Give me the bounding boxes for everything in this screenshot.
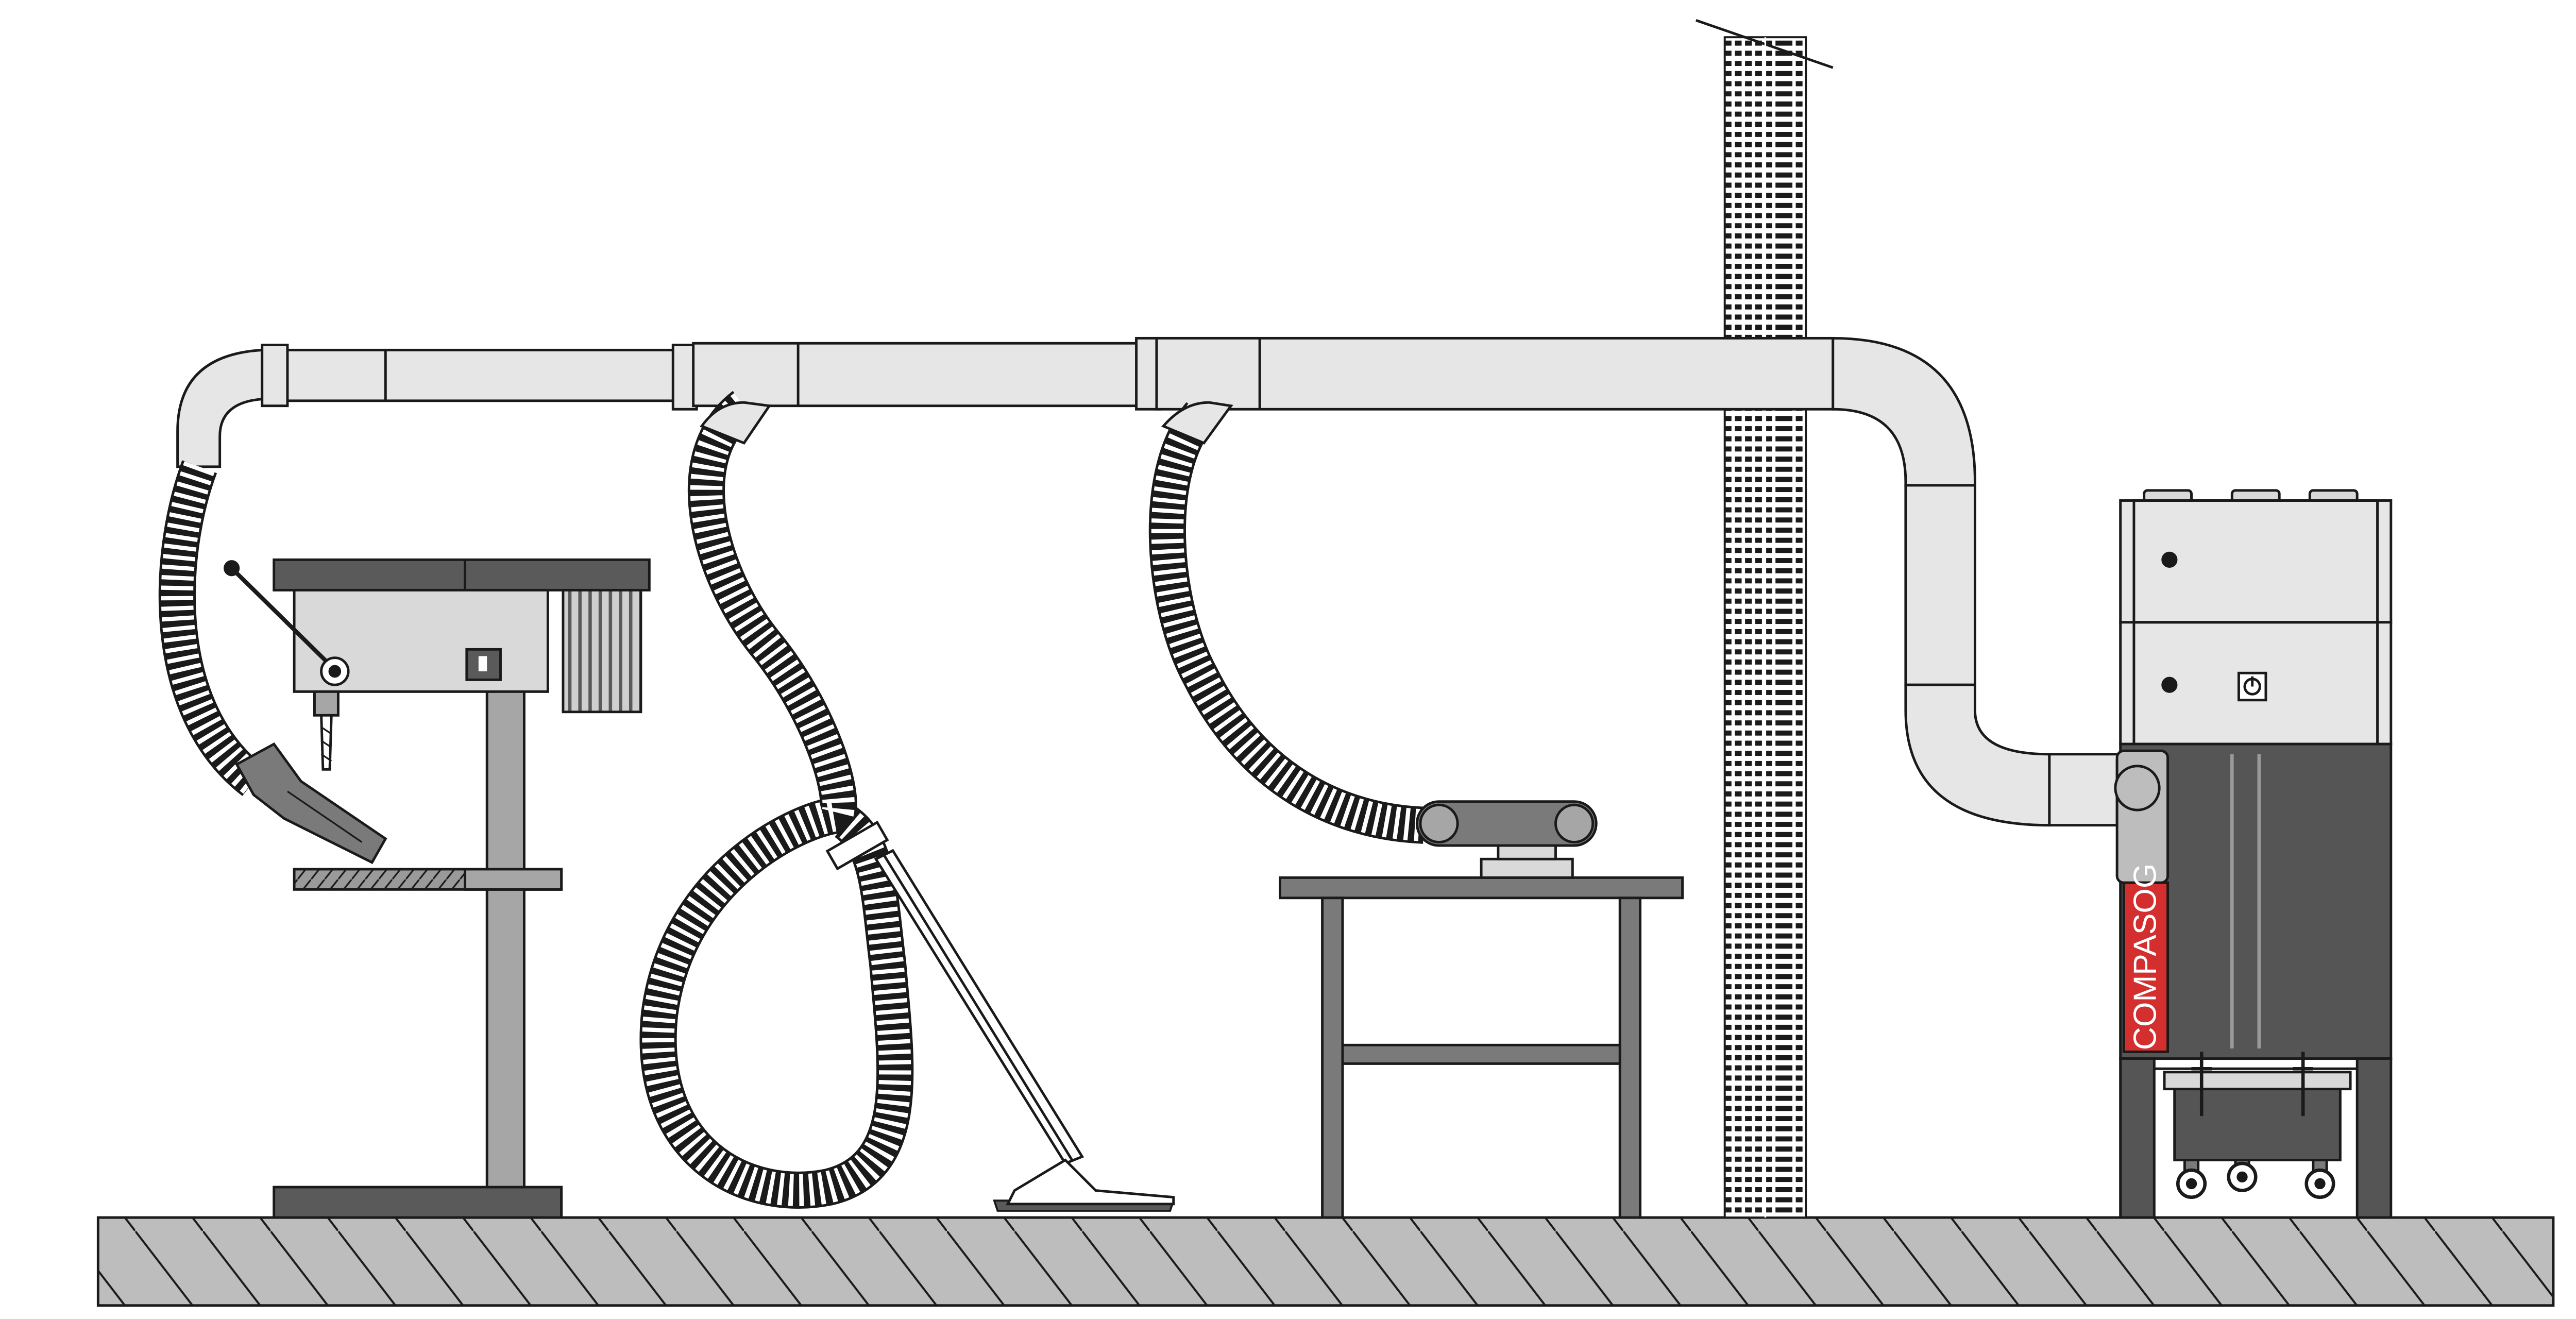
brand-panel (2122, 881, 2170, 1053)
drill-head-top (273, 558, 651, 591)
belt-sander (1415, 800, 1598, 879)
drill-motor-fins (562, 588, 642, 714)
flex-hose-drill (158, 460, 387, 865)
drill-lever (230, 566, 336, 671)
hose-clip (825, 820, 889, 871)
sander-belt (1415, 800, 1598, 847)
collector-leg-right (2355, 1057, 2393, 1219)
flex-hose-sander (1148, 401, 1425, 844)
table-rail (1341, 1043, 1621, 1065)
collector-leg-left (2119, 1057, 2156, 1219)
duct-elbow-right (1832, 336, 1976, 487)
dust-collector: COMPASOG (2114, 489, 2393, 1219)
floor (96, 1216, 2555, 1307)
drill-nozzle (235, 742, 387, 865)
drill-base (273, 1186, 563, 1219)
duct-segment-3 (1155, 336, 1835, 411)
vertical-flue (1696, 19, 1834, 1219)
vacuum-wand (874, 849, 1175, 1212)
drill-press (224, 558, 651, 1219)
work-table (1279, 876, 1684, 1219)
sander-base (1480, 857, 1574, 879)
main-duct (176, 336, 2162, 827)
drill-chuck (313, 690, 340, 717)
duct-segment-2 (692, 342, 1141, 408)
lever-knob-icon (224, 560, 240, 577)
filter-module-upper (2119, 499, 2393, 624)
duct-segment-1 (261, 348, 678, 402)
inlet-port (2114, 765, 2161, 811)
caster-wheel-icon (2176, 1159, 2335, 1199)
table-leg-left (1321, 897, 1344, 1219)
duct-elbow-lower (1904, 683, 2051, 827)
dust-bin (2173, 1081, 2342, 1161)
duct-elbow-left (176, 348, 264, 468)
brand-label: COMPASOG (2128, 864, 2163, 1051)
table-top (1279, 876, 1684, 900)
table-leg-right (1618, 897, 1642, 1219)
flex-hose-vacuum (639, 391, 914, 1209)
duct-drop (1904, 484, 1976, 686)
